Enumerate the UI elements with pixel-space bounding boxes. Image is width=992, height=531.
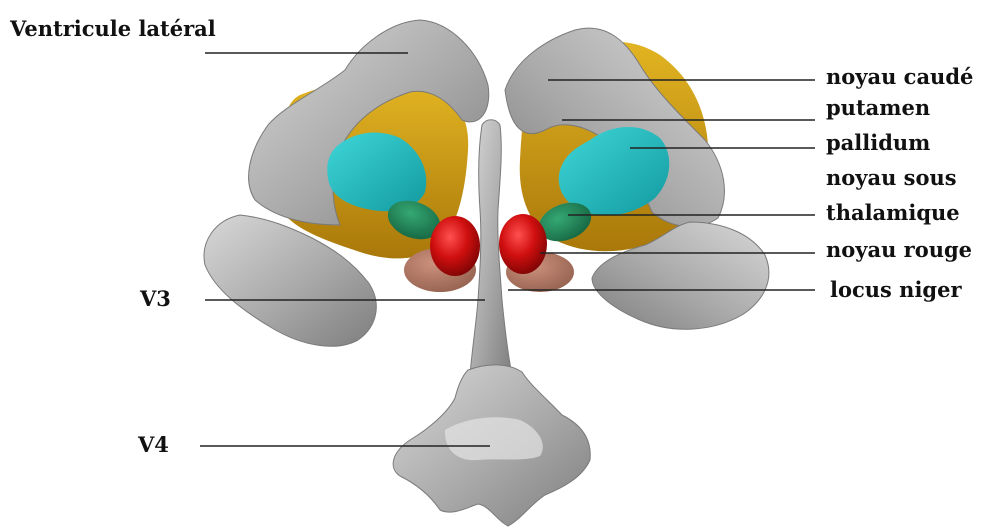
label-noyau-caude: noyau caudé [826, 64, 973, 89]
label-v3: V3 [139, 286, 171, 311]
label-v4: V4 [137, 432, 169, 457]
label-locus-niger: locus niger [830, 277, 962, 302]
label-ventricule-lateral: Ventricule latéral [9, 16, 216, 41]
red-nucleus-right [499, 214, 547, 274]
label-putamen: putamen [826, 95, 930, 120]
label-noyau-sous: noyau sous [826, 165, 957, 190]
label-pallidum: pallidum [826, 130, 930, 155]
label-thalamique: thalamique [826, 200, 960, 225]
label-noyau-rouge: noyau rouge [826, 237, 972, 262]
red-nucleus-left [430, 216, 480, 276]
